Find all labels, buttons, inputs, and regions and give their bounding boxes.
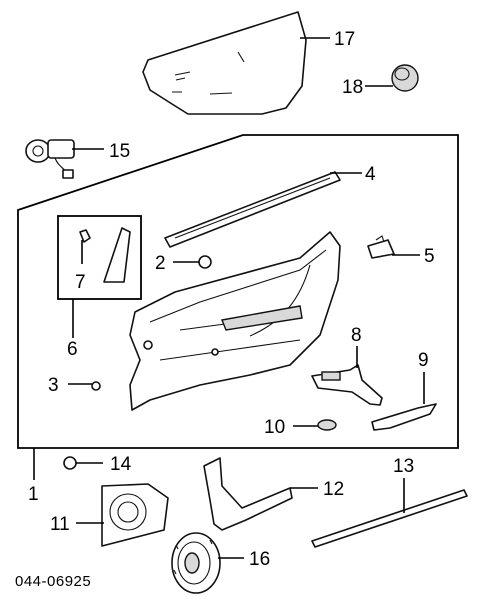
callout-13: 13 bbox=[393, 456, 414, 477]
part-7-corner-trim bbox=[57, 215, 142, 300]
callout-9: 9 bbox=[418, 350, 429, 371]
part-13-belt-moulding bbox=[311, 489, 468, 548]
callout-2: 2 bbox=[155, 253, 166, 274]
part-11-speaker-bracket bbox=[101, 483, 169, 547]
part-14-plug bbox=[63, 456, 77, 470]
part-4-weatherstrip bbox=[164, 171, 341, 248]
callout-labels: 17 18 15 4 5 2 7 6 8 9 3 10 14 1 11 12 1… bbox=[28, 29, 435, 570]
part-5-handle-bezel bbox=[367, 235, 395, 259]
callout-11: 11 bbox=[50, 514, 70, 535]
callout-10: 10 bbox=[264, 417, 285, 438]
assembly-frame bbox=[17, 134, 459, 449]
diagram-code: 044-06925 bbox=[15, 573, 91, 590]
callout-7: 7 bbox=[75, 272, 86, 293]
callout-5: 5 bbox=[424, 246, 435, 267]
part-1-door-trim bbox=[129, 231, 341, 411]
callout-3: 3 bbox=[48, 375, 59, 396]
callout-6: 6 bbox=[67, 339, 78, 360]
part-3-screw bbox=[91, 381, 101, 391]
callout-1: 1 bbox=[28, 484, 39, 505]
callout-4: 4 bbox=[365, 164, 376, 185]
part-2-clip bbox=[198, 255, 212, 269]
callout-16: 16 bbox=[249, 549, 270, 570]
part-6-group-box bbox=[57, 215, 142, 300]
part-18-cap bbox=[391, 64, 419, 92]
part-8-armrest bbox=[311, 364, 383, 406]
part-16-speaker bbox=[171, 532, 221, 594]
part-15-lamp bbox=[25, 139, 75, 179]
leader-lines bbox=[33, 37, 425, 559]
callout-12: 12 bbox=[323, 479, 344, 500]
callout-14: 14 bbox=[110, 454, 132, 475]
callout-15: 15 bbox=[109, 141, 130, 162]
part-9-pull-handle bbox=[371, 403, 437, 431]
callout-18: 18 bbox=[342, 77, 363, 98]
callout-17: 17 bbox=[334, 29, 355, 50]
part-10-grommet bbox=[317, 419, 337, 431]
part-17-panel-sheet bbox=[142, 11, 307, 115]
callout-8: 8 bbox=[351, 325, 362, 346]
part-12-water-shield bbox=[203, 457, 293, 531]
